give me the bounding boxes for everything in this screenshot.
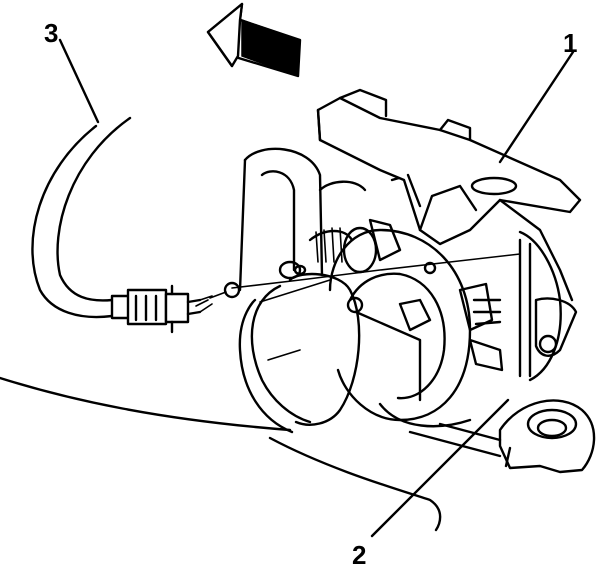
leader-line-1	[498, 50, 575, 164]
leader-lines	[58, 38, 575, 538]
intake-duct	[0, 272, 442, 532]
throttle-cable	[195, 253, 578, 357]
throttle-body	[238, 147, 504, 428]
forward-arrow-icon	[206, 2, 302, 78]
callout-label-3: 3	[44, 18, 59, 48]
mounting-boss	[408, 399, 596, 474]
leader-line-3	[58, 38, 100, 124]
leader-line-2	[370, 398, 510, 538]
callout-label-1: 1	[563, 28, 578, 58]
wiring-harness	[31, 116, 202, 334]
throttle-bracket	[316, 88, 582, 382]
callout-label-2: 2	[352, 540, 367, 570]
